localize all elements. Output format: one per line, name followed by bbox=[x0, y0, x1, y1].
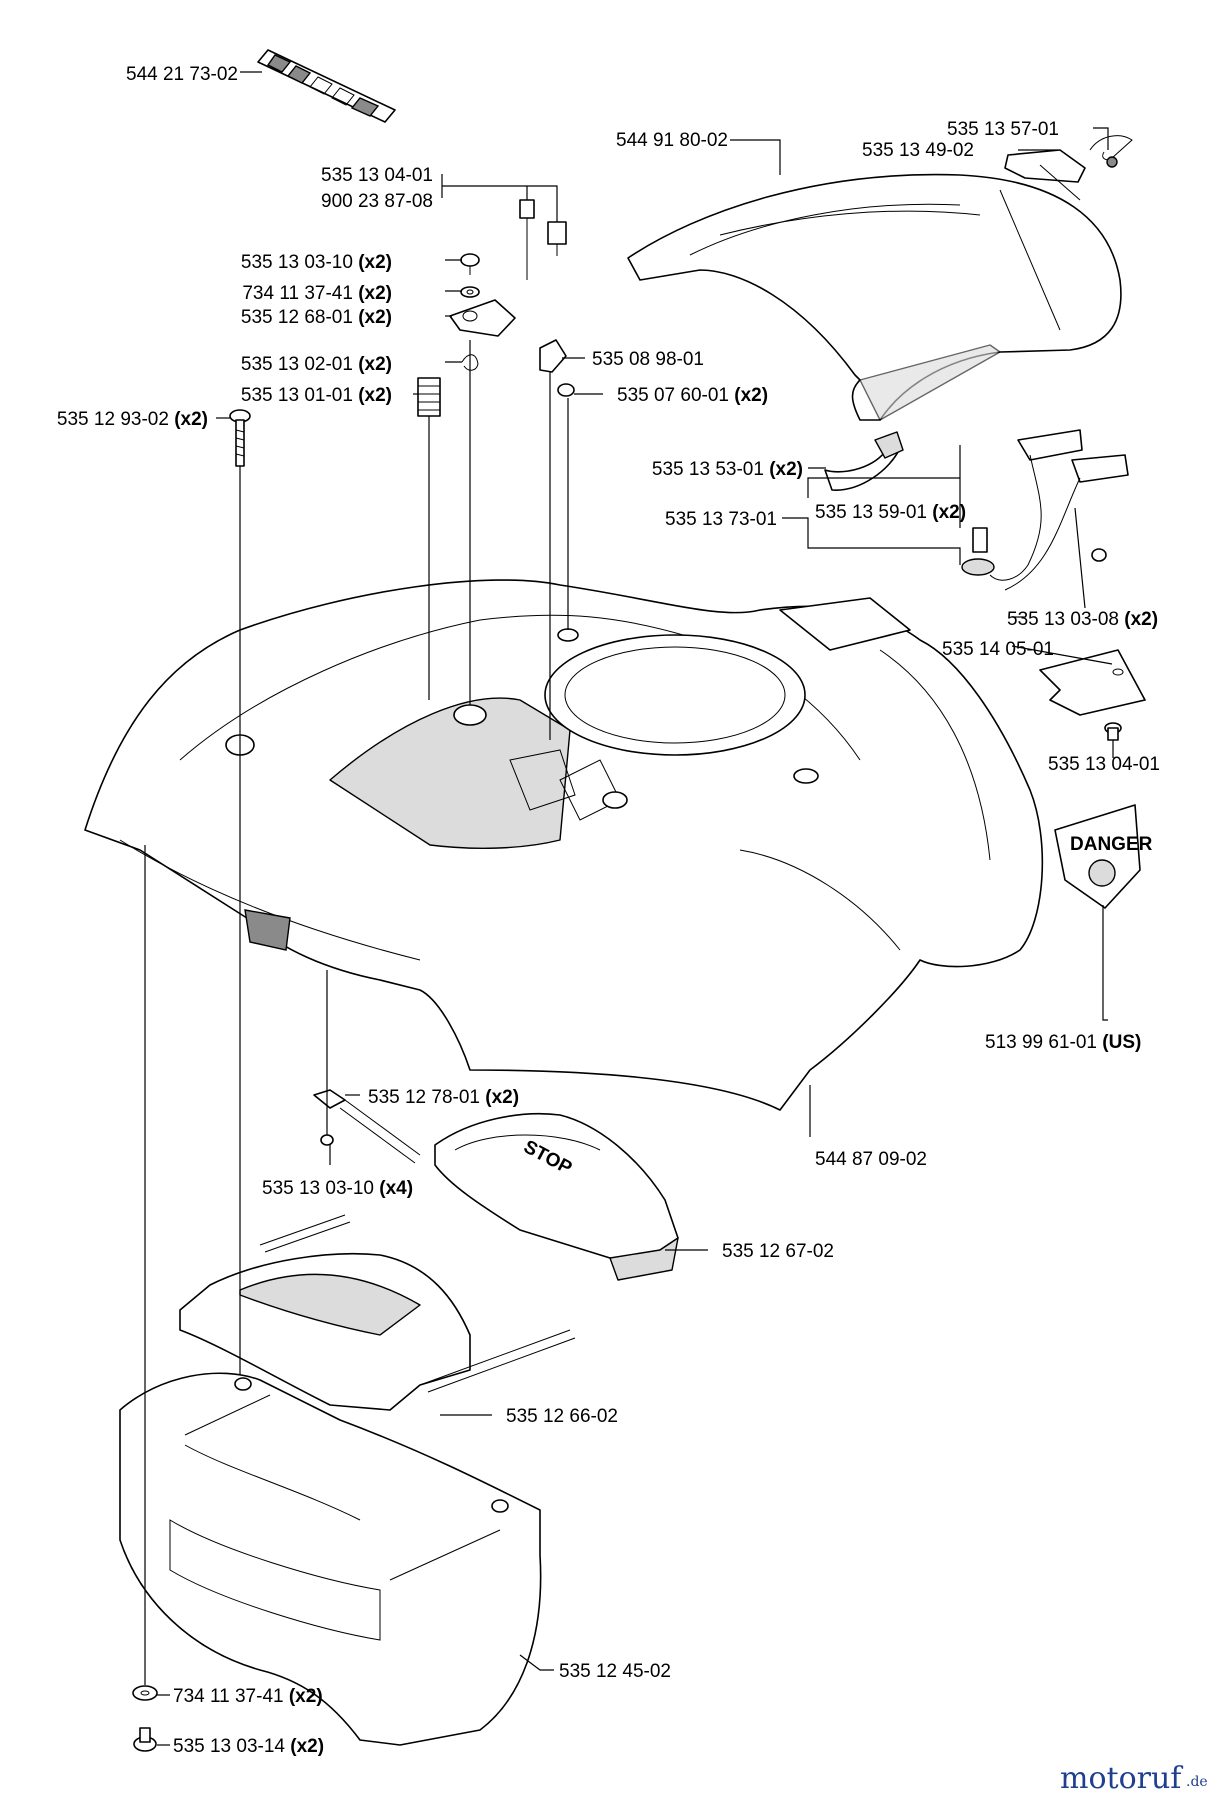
label-l17: 535 13 73-01 bbox=[665, 509, 777, 530]
hinge-icon bbox=[1004, 149, 1086, 201]
main-body-part bbox=[84, 579, 1044, 1111]
label-l05: 535 13 04-01 bbox=[321, 165, 433, 186]
label-l10: 535 08 98-01 bbox=[592, 349, 704, 370]
screw-icon bbox=[1104, 722, 1122, 741]
part-labels: 544 21 73-02 544 91 80-02 535 13 57-01 5… bbox=[57, 64, 1160, 1757]
label-l22: 544 87 09-02 bbox=[815, 1149, 927, 1170]
spring-icon bbox=[417, 377, 441, 417]
watermark-logo: motoruf .de bbox=[1060, 1761, 1208, 1796]
screw-icon bbox=[460, 253, 480, 275]
cover-plate-icon bbox=[1039, 649, 1146, 716]
label-l02: 544 91 80-02 bbox=[616, 130, 728, 151]
clip-icon bbox=[461, 354, 479, 371]
washer-icon bbox=[132, 1685, 158, 1701]
small-screw-icon bbox=[557, 383, 575, 397]
top-cover-part bbox=[627, 173, 1122, 421]
spring-clip-icon bbox=[1089, 135, 1133, 168]
label-l26: 535 12 66-02 bbox=[506, 1406, 618, 1427]
warning-decal-icon bbox=[257, 49, 396, 123]
watermark-text: motoruf bbox=[1060, 1761, 1183, 1796]
label-l18: 535 13 03-08 (x2) bbox=[1007, 609, 1158, 630]
screw-icon bbox=[133, 1727, 157, 1752]
lid-bracket-icon bbox=[824, 431, 904, 491]
sensor-cable-icon bbox=[961, 429, 1129, 591]
watermark-suffix: .de bbox=[1186, 1774, 1208, 1790]
long-screw-icon bbox=[229, 409, 251, 467]
bracket-plate-icon bbox=[449, 299, 516, 337]
label-l01: 544 21 73-02 bbox=[126, 64, 238, 85]
front-bumper-part bbox=[119, 1372, 542, 1746]
label-l27: 535 12 45-02 bbox=[559, 1661, 671, 1682]
label-l25: 535 12 67-02 bbox=[722, 1241, 834, 1262]
label-l11: 535 13 02-01 (x2) bbox=[241, 354, 392, 375]
label-l04: 535 13 49-02 bbox=[862, 140, 974, 161]
label-l03: 535 13 57-01 bbox=[947, 119, 1059, 140]
cable-tie-icon bbox=[519, 199, 567, 280]
screw-icon bbox=[1091, 548, 1107, 562]
label-l16: 535 13 59-01 (x2) bbox=[815, 502, 966, 523]
label-l13: 535 07 60-01 (x2) bbox=[617, 385, 768, 406]
label-l15: 535 13 53-01 (x2) bbox=[652, 459, 803, 480]
label-l29: 535 13 03-14 (x2) bbox=[173, 1736, 324, 1757]
label-l19: 535 14 05-01 bbox=[942, 639, 1054, 660]
label-l08: 734 11 37-41 (x2) bbox=[242, 283, 392, 304]
label-l24: 535 13 03-10 (x4) bbox=[262, 1178, 413, 1199]
latch-icon bbox=[539, 339, 567, 373]
label-l07: 535 13 03-10 (x2) bbox=[241, 252, 392, 273]
danger-decal-text: DANGER bbox=[1070, 834, 1153, 855]
leader-lines bbox=[144, 71, 1114, 1746]
danger-decal-icon: DANGER bbox=[1054, 804, 1153, 909]
label-l06: 900 23 87-08 bbox=[321, 191, 433, 212]
washer-icon bbox=[460, 286, 480, 298]
label-l23: 535 12 78-01 (x2) bbox=[368, 1087, 519, 1108]
label-l14: 535 12 93-02 (x2) bbox=[57, 409, 208, 430]
display-cover-part bbox=[179, 1214, 576, 1411]
label-l21: 513 99 61-01 (US) bbox=[985, 1032, 1141, 1053]
label-l09: 535 12 68-01 (x2) bbox=[241, 307, 392, 328]
hinge-pin-icon bbox=[313, 1089, 346, 1146]
label-l12: 535 13 01-01 (x2) bbox=[241, 385, 392, 406]
label-l28: 734 11 37-41 (x2) bbox=[173, 1686, 323, 1707]
label-l20: 535 13 04-01 bbox=[1048, 754, 1160, 775]
stop-hatch-part: STOP bbox=[339, 1099, 679, 1281]
